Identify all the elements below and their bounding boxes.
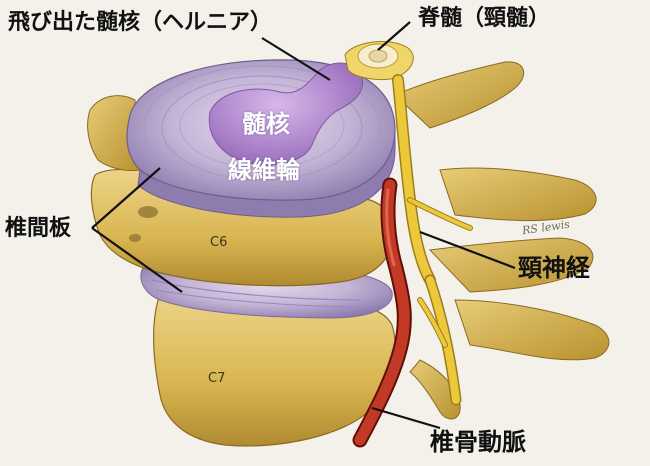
label-intervertebral-disc: 椎間板 — [5, 216, 72, 241]
leader-herniation — [261, 37, 331, 81]
label-c6: C6 — [210, 235, 228, 250]
label-spinal-cord: 脊髄（頸髄） — [418, 6, 551, 31]
leader-disc-lower — [91, 227, 183, 293]
vertebral-artery-shape — [352, 177, 412, 448]
label-c7: C7 — [208, 371, 226, 386]
label-herniated-nucleus: 飛び出た髄核（ヘルニア） — [8, 10, 273, 35]
leader-cervical-nerve — [419, 230, 516, 270]
cervical-nerves-shape — [392, 74, 473, 406]
leader-disc-upper — [91, 167, 161, 229]
posterior-processes — [394, 61, 610, 420]
label-vertebral-artery: 椎骨動脈 — [430, 428, 526, 456]
leader-lines — [91, 21, 516, 430]
label-annulus-fibrosus: 線維輪 — [228, 156, 300, 184]
label-cervical-nerve: 頸神経 — [518, 254, 590, 282]
leader-spinal-cord — [377, 21, 411, 51]
label-nucleus-pulposus: 髄核 — [242, 110, 290, 138]
spinal-cord-shape — [344, 41, 414, 81]
nucleus-pulposus-shape — [208, 62, 364, 166]
leader-vertebral-artery — [371, 406, 441, 430]
